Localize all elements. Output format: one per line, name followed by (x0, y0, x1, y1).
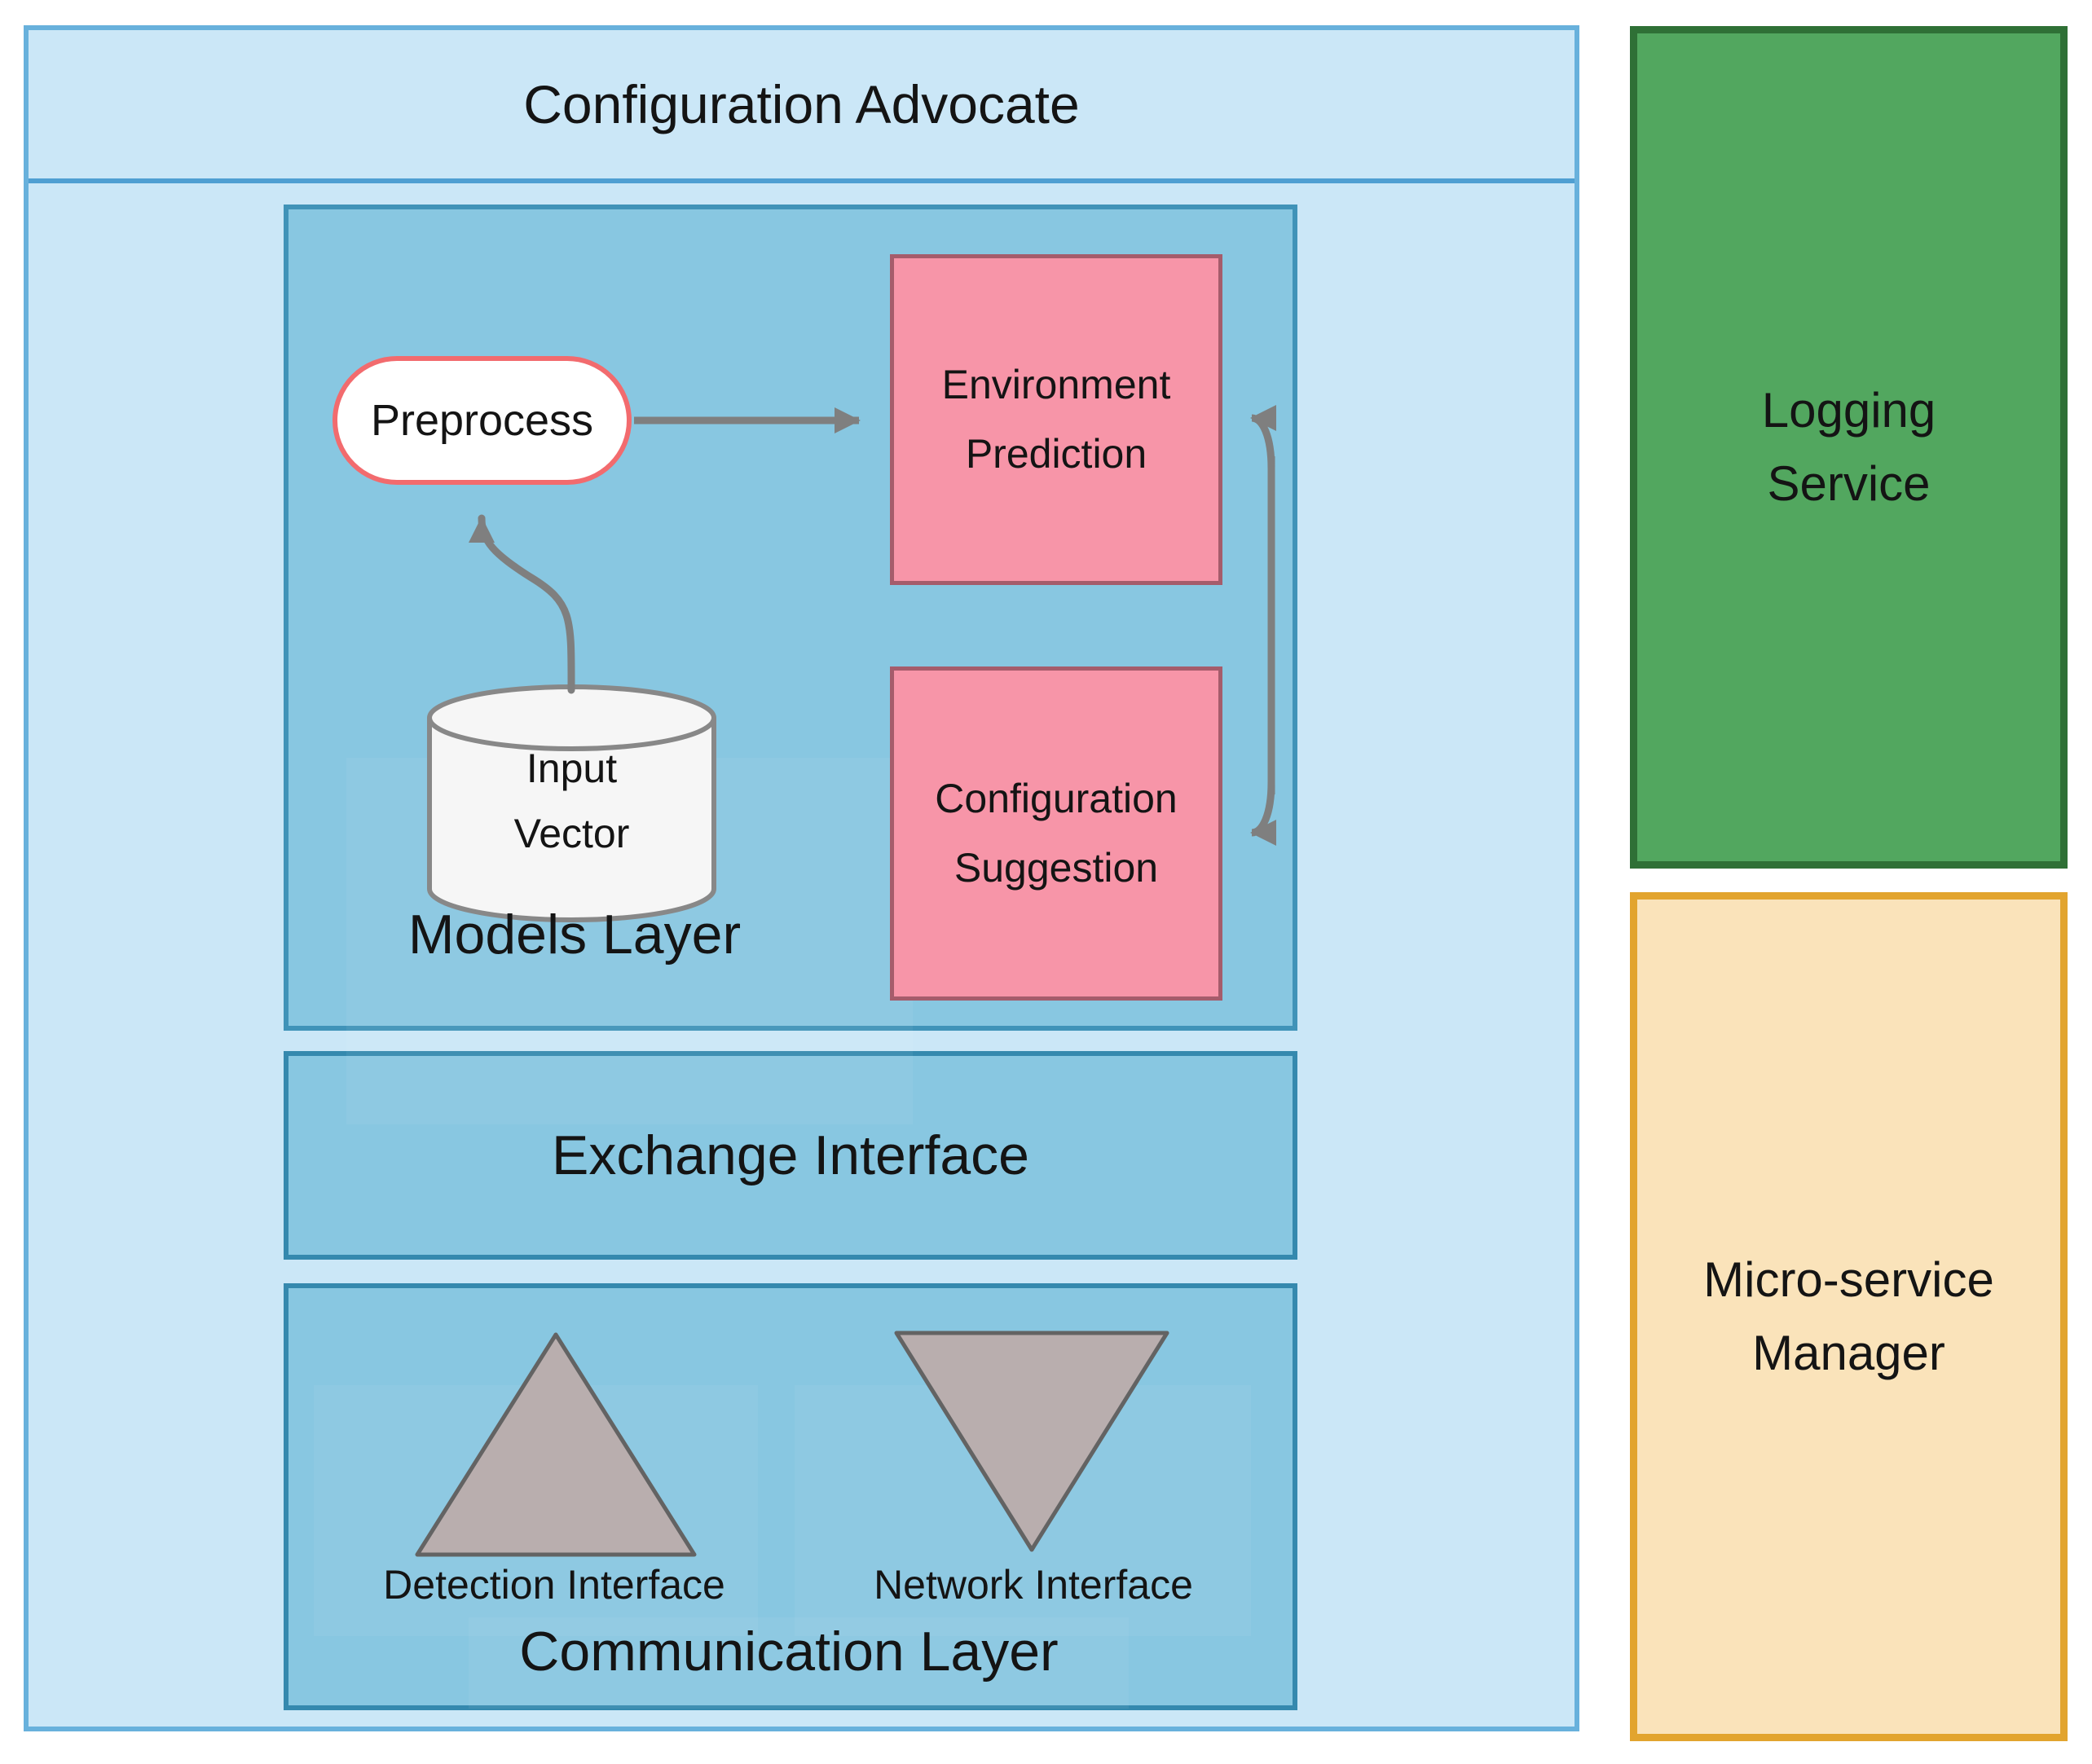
environment-prediction-line1: Environment (941, 362, 1171, 407)
configuration-advocate-title: Configuration Advocate (523, 74, 1080, 134)
logging-service-line2: Service (1767, 456, 1931, 511)
configuration-suggestion-line1: Configuration (935, 776, 1178, 821)
communication-label-backdrop (469, 1617, 1129, 1709)
models-layer-label: Models Layer (407, 904, 742, 966)
exchange-interface-label: Exchange Interface (552, 1124, 1029, 1186)
configuration-suggestion-line2: Suggestion (954, 845, 1159, 891)
logging-service-box: Logging Service (1630, 26, 2068, 869)
preprocess-node: Preprocess (333, 356, 632, 485)
input-vector-line1: Input (526, 746, 618, 791)
network-interface-label: Network Interface (874, 1562, 1193, 1608)
preprocess-label: Preprocess (370, 396, 594, 445)
microservice-manager-line1: Micro-service (1703, 1252, 1994, 1307)
communication-layer-label: Communication Layer (519, 1621, 1059, 1683)
logging-service-line1: Logging (1761, 383, 1936, 438)
exchange-interface-box: Exchange Interface (284, 1051, 1297, 1260)
input-vector-line2: Vector (513, 811, 630, 856)
configuration-advocate-title-bar: Configuration Advocate (29, 30, 1575, 183)
environment-prediction-line2: Prediction (965, 431, 1147, 477)
microservice-manager-line2: Manager (1752, 1326, 1945, 1380)
input-vector-label: Input Vector (429, 736, 714, 866)
environment-prediction-node: Environment Prediction (890, 254, 1222, 585)
configuration-suggestion-node: Configuration Suggestion (890, 666, 1222, 1001)
detection-interface-label: Detection Interface (383, 1562, 725, 1608)
microservice-manager-box: Micro-service Manager (1630, 892, 2068, 1741)
